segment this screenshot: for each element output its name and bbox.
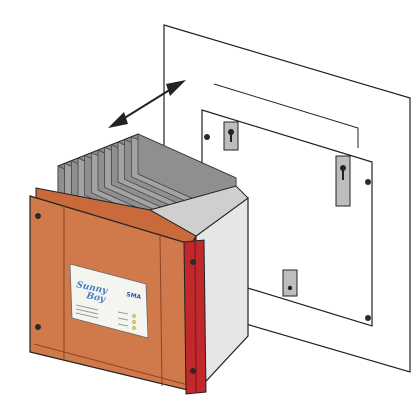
label-brand-line2: Boy [84,291,106,305]
label-fine-print [75,304,129,327]
lock-tab [282,269,298,297]
red-accent-stripe [183,239,207,395]
screw-icon [365,315,371,321]
label-maker-logo: SMA [126,291,142,301]
keyhole-slot-icon [335,155,351,207]
led-indicator-icon [132,314,136,318]
screw-icon [204,134,210,140]
double-arrow-icon [108,80,186,128]
led-indicator-icon [132,320,136,324]
screw-icon [365,179,371,185]
product-label: Sunny Boy SMA [69,263,149,339]
led-indicator-icon [132,326,136,330]
screw-icon [35,324,41,330]
screw-icon [190,368,196,374]
screw-icon [190,259,196,265]
screw-icon [35,213,41,219]
inner-frame-outline [213,83,359,148]
keyhole-slot-icon [223,121,239,151]
